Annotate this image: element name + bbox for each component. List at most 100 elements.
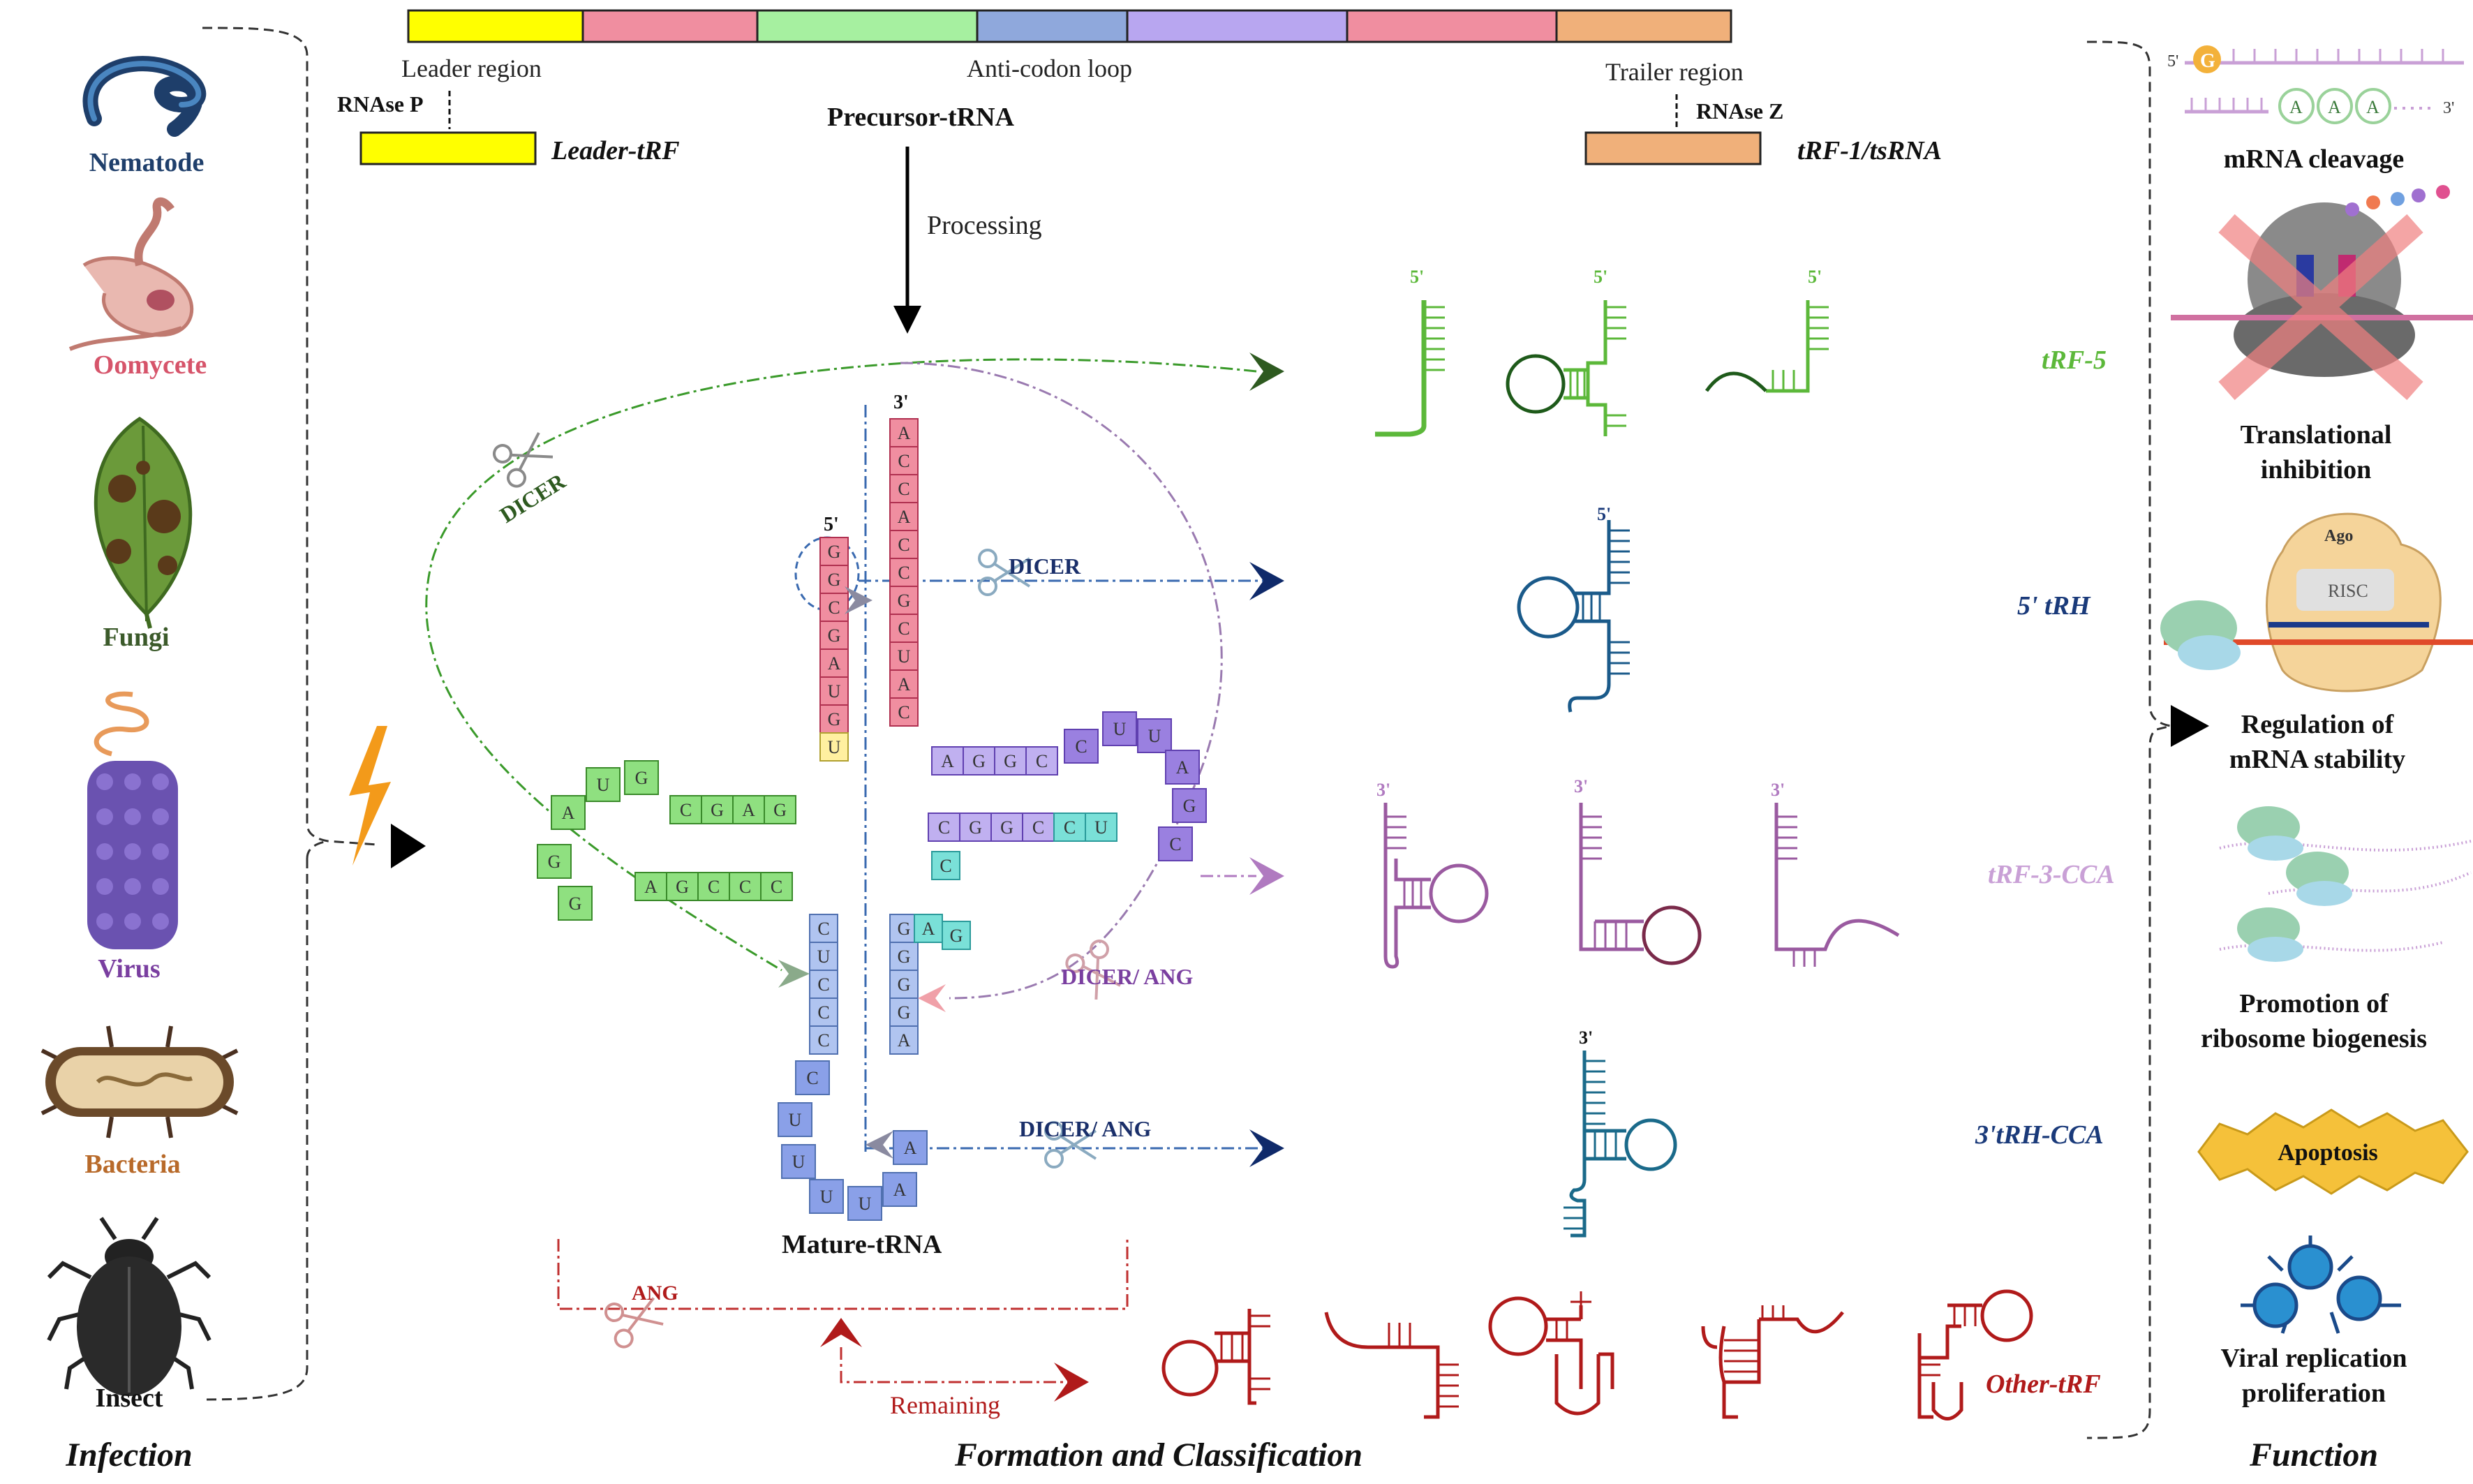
end-label: 5' — [1808, 267, 1822, 287]
nucleotide-letter: G — [569, 893, 582, 914]
pathogen-label-fungi: Fungi — [103, 623, 169, 652]
nucleotide-tile — [819, 537, 849, 566]
dicer-ang-label-trf3: DICER/ ANG — [1061, 964, 1193, 989]
remaining-label: Remaining — [890, 1391, 1000, 1419]
nucleotide-tile — [889, 614, 919, 643]
panel-title-formation: Formation and Classification — [954, 1437, 1362, 1474]
nucleotide-letter: G — [1000, 817, 1013, 838]
precursor-segment — [1555, 9, 1732, 43]
nucleotide-letter: C — [898, 702, 909, 722]
nucleotide-letter: A — [742, 800, 755, 820]
nucleotide-letter: G — [950, 926, 963, 946]
nucleotide-letter: U — [1113, 719, 1127, 739]
scissors-icon — [604, 1297, 664, 1349]
nucleotide-letter: C — [898, 451, 909, 471]
nucleotide-letter: U — [859, 1194, 872, 1214]
dicer-label-trf5: DICER — [496, 468, 570, 528]
nematode-icon — [82, 56, 207, 137]
nucleotide-letter: G — [828, 570, 841, 590]
nucleotide-tile — [764, 795, 796, 824]
mrna-cleavage-icon: G 5' A A A 3' — [2167, 45, 2464, 124]
nucleotide-letter: G — [1183, 796, 1196, 816]
nucleotide-tile — [1053, 813, 1086, 842]
nucleotide-letter: C — [898, 618, 909, 639]
nucleotide-tile — [1064, 729, 1099, 764]
chevron-right-icon — [1249, 1129, 1284, 1167]
right-bracket — [2086, 40, 2171, 1439]
precursor-segment — [1126, 9, 1349, 43]
nucleotide-letter: C — [680, 800, 692, 820]
function-label-mrna-stability-1: Regulation of — [2241, 710, 2395, 739]
class-label-trf5: tRF-5 — [2042, 346, 2107, 375]
nucleotide-tile — [809, 1179, 844, 1214]
nucleotide-letter: A — [922, 919, 935, 939]
nucleotide-tile — [819, 732, 849, 762]
nucleotide-tile — [537, 844, 572, 879]
nucleotide-tile — [586, 767, 621, 802]
nucleotide-letter: U — [828, 737, 841, 757]
nucleotide-tile — [889, 418, 919, 447]
virus-replication-icon — [2241, 1236, 2401, 1334]
end-label: 5' — [1410, 267, 1424, 287]
nucleotide-letter: G — [898, 947, 911, 967]
chevron-right-icon — [1054, 1363, 1089, 1402]
bacteria-icon — [40, 1025, 239, 1138]
class-label-trf3: tRF-3-CCA — [1988, 860, 2115, 889]
nucleotide-tile — [781, 1144, 816, 1179]
fragment-classes: 5' 5' 5' tRF-5 5' 5' tRH 3' 3' 3' — [954, 267, 2115, 1474]
nucleotide-tile — [819, 565, 849, 594]
nucleotide-tile — [778, 1102, 812, 1137]
virus-icon — [87, 691, 178, 949]
rnase-z-label: RNAse Z — [1696, 98, 1783, 124]
panel-title-infection: Infection — [65, 1437, 192, 1474]
nucleotide-tile — [809, 970, 838, 999]
nucleotide-letter: G — [972, 751, 986, 771]
nucleotide-tile — [889, 641, 919, 671]
nucleotide-tile — [990, 813, 1023, 842]
svg-text:RISC: RISC — [2328, 581, 2368, 601]
class-label-5trh: 5' tRH — [2017, 591, 2091, 621]
pathogen-label-bacteria: Bacteria — [84, 1150, 180, 1179]
trf1-bar — [1584, 131, 1762, 165]
precursor-segment — [756, 9, 979, 43]
end-label: 3' — [1579, 1027, 1593, 1048]
ang-label: ANG — [632, 1282, 678, 1305]
nucleotide-letter: U — [1094, 817, 1108, 838]
nucleotide-tile — [1172, 788, 1207, 823]
nucleotide-letter: G — [828, 542, 841, 562]
ribosome-biogenesis-icon — [2219, 806, 2472, 962]
nucleotide-letter: G — [711, 800, 724, 820]
nucleotide-tile — [889, 558, 919, 587]
nucleotide-tile — [994, 746, 1027, 776]
nucleotide-letter: C — [771, 877, 782, 897]
nucleotide-tile — [795, 1060, 830, 1095]
nucleotide-letter: C — [898, 563, 909, 583]
nucleotide-letter: C — [1075, 736, 1087, 757]
nucleotide-letter: C — [1032, 817, 1044, 838]
5trh-structure — [1517, 520, 1630, 713]
nucleotide-tile — [819, 704, 849, 734]
svg-text:G: G — [2200, 50, 2215, 72]
nucleotide-letter: C — [940, 856, 951, 876]
function-label-mrna-stability-2: mRNA stability — [2229, 745, 2405, 774]
trf5-structures — [1375, 300, 1829, 437]
nucleotide-letter: C — [817, 1002, 829, 1023]
beetle-icon — [47, 1217, 211, 1396]
nucleotide-letter: C — [938, 817, 950, 838]
pathogen-label-nematode: Nematode — [89, 148, 205, 177]
nucleotide-letter: U — [597, 775, 610, 795]
nucleotide-tile — [847, 1186, 882, 1221]
nucleotide-letter: A — [644, 877, 658, 897]
rnase-p-label: RNAse P — [337, 91, 424, 117]
nucleotide-letter: U — [789, 1110, 802, 1130]
nucleotide-tile — [889, 446, 919, 475]
cleavage-chevron-anticodon-loop — [866, 1131, 893, 1159]
cleavage-chevron-dloop — [778, 960, 810, 988]
end-label: 3' — [1771, 780, 1785, 800]
nucleotide-tile — [928, 813, 960, 842]
nucleotide-letter: C — [806, 1068, 818, 1088]
nucleotide-tile — [1025, 746, 1058, 776]
nucleotide-letter: C — [708, 877, 720, 897]
nucleotide-letter: G — [1004, 751, 1017, 771]
nucleotide-letter: C — [1064, 817, 1076, 838]
